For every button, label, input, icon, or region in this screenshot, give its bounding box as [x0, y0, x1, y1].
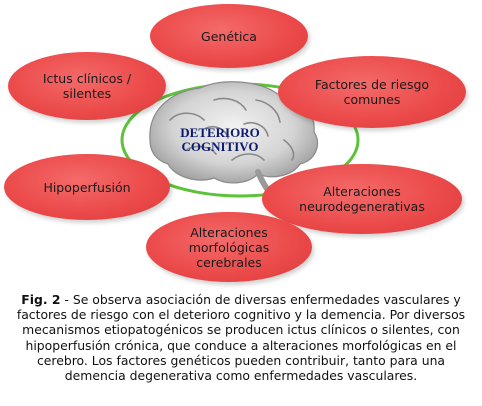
node-genetica: Genética: [150, 4, 308, 68]
node-alteraciones-morfologicas: Alteraciones morfológicas cerebrales: [146, 212, 312, 282]
brain-icon: [149, 81, 319, 201]
node-hipoperfusion: Hipoperfusión: [4, 154, 170, 220]
center-label: DETERIORO COGNITIVO: [180, 125, 260, 154]
node-ictus: Ictus clínicos / silentes: [8, 52, 166, 120]
node-alteraciones-neurodegenerativas: Alteraciones neurodegenerativas: [262, 164, 462, 234]
node-factores-riesgo: Factores de riesgo comunes: [278, 56, 466, 128]
diagram: Genética Ictus clínicos / silentes Facto…: [4, 4, 466, 282]
brain-ring-graphic: [120, 81, 360, 201]
figure-caption: Fig. 2 - Se observa asociación de divers…: [6, 292, 476, 383]
caption-label: Fig. 2: [21, 292, 61, 307]
caption-text: - Se observa asociación de diversas enfe…: [16, 292, 466, 384]
